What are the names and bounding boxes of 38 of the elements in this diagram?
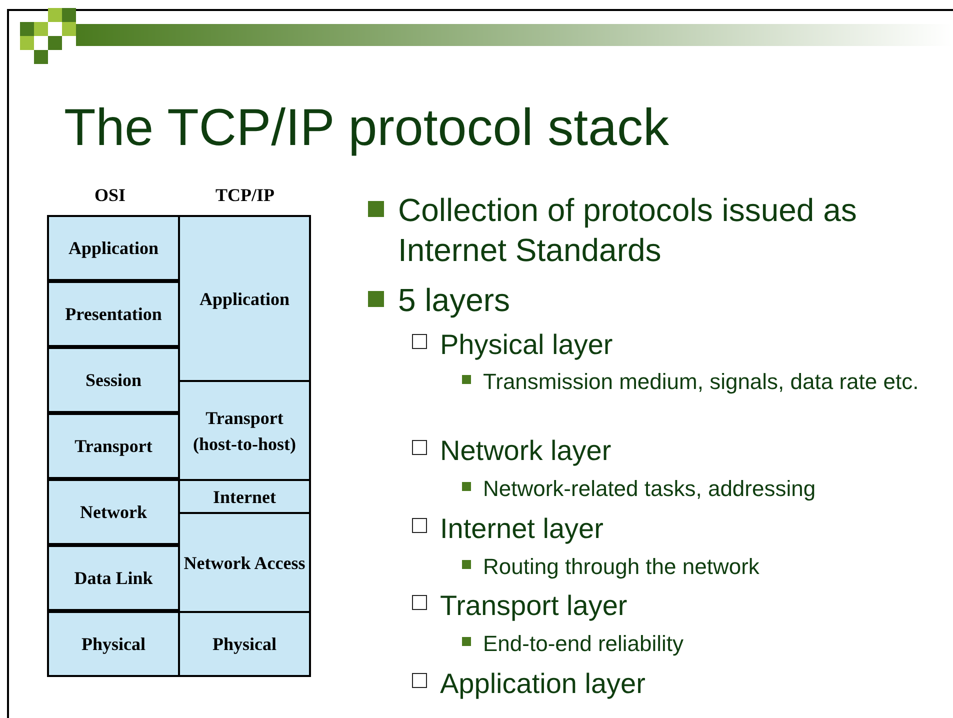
layer-box <box>47 215 180 281</box>
layer-name: Physical <box>81 633 146 656</box>
column-heading: TCP/IP <box>214 184 276 206</box>
sub-bullet-text: Network layer <box>440 434 612 468</box>
layer-name: Network Access <box>184 552 306 574</box>
layer-box <box>47 347 180 413</box>
layer-box <box>178 479 311 514</box>
sub-bullet-text: Internet layer <box>440 512 604 546</box>
bullet-text: Collection of protocols issued as Internet Standards <box>398 191 858 270</box>
layer-box <box>47 545 180 611</box>
layer-name: Transport (host-to-host) <box>192 406 297 456</box>
layer-box <box>178 512 311 613</box>
layer-box <box>47 281 180 347</box>
column-heading: OSI <box>93 184 127 206</box>
bullet-text: 5 layers <box>398 281 512 320</box>
layer-box <box>47 611 180 677</box>
layer-name: Network <box>80 501 147 524</box>
layer-box <box>47 413 180 479</box>
detail-bullet-text: Transmission medium, signals, data rate etc. <box>483 368 920 396</box>
sub-bullet-text: Application layer <box>440 667 646 701</box>
sub-bullet-text: Physical layer <box>440 328 614 362</box>
layer-name: Session <box>85 369 142 392</box>
layer-box <box>178 611 311 677</box>
sub-bullet-text: Transport layer <box>440 589 628 623</box>
layer-box <box>178 380 311 481</box>
layer-name: Application <box>199 288 290 311</box>
layer-box <box>178 215 311 382</box>
slide-title: The TCP/IP protocol stack <box>64 98 670 159</box>
layer-name: Transport <box>74 435 152 458</box>
layer-name: Application <box>68 237 159 260</box>
layer-name: Data Link <box>74 567 153 590</box>
layer-name: Presentation <box>65 303 162 326</box>
layer-name: Physical <box>212 633 276 656</box>
detail-bullet-text: End-to-end reliability <box>483 630 685 658</box>
detail-bullet-text: Routing through the network <box>483 553 760 581</box>
layer-name: Internet <box>213 486 276 508</box>
layer-box <box>47 479 180 545</box>
detail-bullet-text: Network-related tasks, addressing <box>483 475 817 503</box>
